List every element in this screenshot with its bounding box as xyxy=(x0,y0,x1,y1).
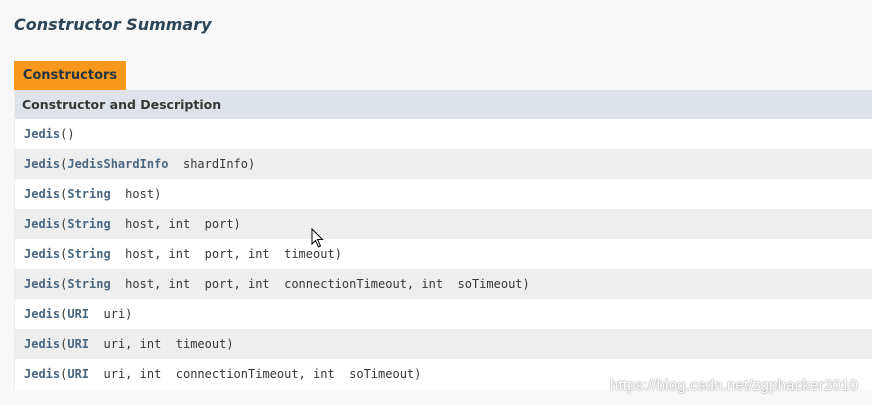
table-header: Constructor and Description xyxy=(15,90,872,119)
param-type-link[interactable]: URI xyxy=(67,307,90,321)
close-paren: ) xyxy=(334,247,342,261)
param-text: host, int port xyxy=(110,217,234,231)
close-paren: ) xyxy=(522,277,530,291)
param-text: host xyxy=(110,187,155,201)
constructor-name-link[interactable]: Jedis xyxy=(24,277,61,291)
open-paren: ( xyxy=(60,187,68,201)
param-text: host, int port, int timeout xyxy=(110,247,335,261)
open-paren: ( xyxy=(60,337,68,351)
param-text: host, int port, int connectionTimeout, i… xyxy=(110,277,523,291)
constructor-name-link[interactable]: Jedis xyxy=(24,247,61,261)
constructor-name-link[interactable]: Jedis xyxy=(24,187,61,201)
table-row: Jedis(URI uri) xyxy=(15,299,872,329)
param-type-link[interactable]: String xyxy=(67,277,111,291)
table-row: Jedis(URI uri, int timeout) xyxy=(15,329,872,359)
section-title: Constructor Summary xyxy=(14,15,212,34)
close-paren: ) xyxy=(67,127,75,141)
open-paren: ( xyxy=(60,307,68,321)
close-paren: ) xyxy=(226,337,234,351)
param-text: shardInfo xyxy=(168,157,248,171)
table-row: Jedis(String host, int port) xyxy=(15,209,872,239)
constructor-summary-table: Constructor and Description Jedis()Jedis… xyxy=(14,90,872,390)
close-paren: ) xyxy=(125,307,133,321)
param-type-link[interactable]: String xyxy=(67,187,111,201)
open-paren: ( xyxy=(60,367,68,381)
watermark: https://blog.csdn.net/zgphacker2010 xyxy=(610,377,858,394)
param-type-link[interactable]: String xyxy=(67,247,111,261)
mouse-cursor-icon xyxy=(311,228,324,248)
table-row: Jedis(URI uri, int connectionTimeout, in… xyxy=(15,359,872,389)
param-type-link[interactable]: String xyxy=(67,217,111,231)
param-text: uri xyxy=(89,307,126,321)
table-row: Jedis(JedisShardInfo shardInfo) xyxy=(15,149,872,179)
constructor-name-link[interactable]: Jedis xyxy=(24,157,61,171)
param-type-link[interactable]: JedisShardInfo xyxy=(67,157,169,171)
constructor-name-link[interactable]: Jedis xyxy=(24,367,61,381)
param-type-link[interactable]: URI xyxy=(67,367,90,381)
table-row: Jedis() xyxy=(15,119,872,149)
param-text: uri, int timeout xyxy=(89,337,227,351)
open-paren: ( xyxy=(60,247,68,261)
open-paren: ( xyxy=(60,277,68,291)
constructor-name-link[interactable]: Jedis xyxy=(24,307,61,321)
param-type-link[interactable]: URI xyxy=(67,337,90,351)
tab-constructors[interactable]: Constructors xyxy=(14,61,126,90)
close-paren: ) xyxy=(414,367,422,381)
table-body: Jedis()Jedis(JedisShardInfo shardInfo)Je… xyxy=(15,119,872,389)
constructor-name-link[interactable]: Jedis xyxy=(24,337,61,351)
open-paren: ( xyxy=(60,127,68,141)
table-row: Jedis(String host) xyxy=(15,179,872,209)
open-paren: ( xyxy=(60,157,68,171)
close-paren: ) xyxy=(154,187,162,201)
table-row: Jedis(String host, int port, int connect… xyxy=(15,269,872,299)
constructor-name-link[interactable]: Jedis xyxy=(24,217,61,231)
close-paren: ) xyxy=(248,157,256,171)
table-row: Jedis(String host, int port, int timeout… xyxy=(15,239,872,269)
param-text: uri, int connectionTimeout, int soTimeou… xyxy=(89,367,415,381)
constructor-name-link[interactable]: Jedis xyxy=(24,127,61,141)
close-paren: ) xyxy=(233,217,241,231)
open-paren: ( xyxy=(60,217,68,231)
